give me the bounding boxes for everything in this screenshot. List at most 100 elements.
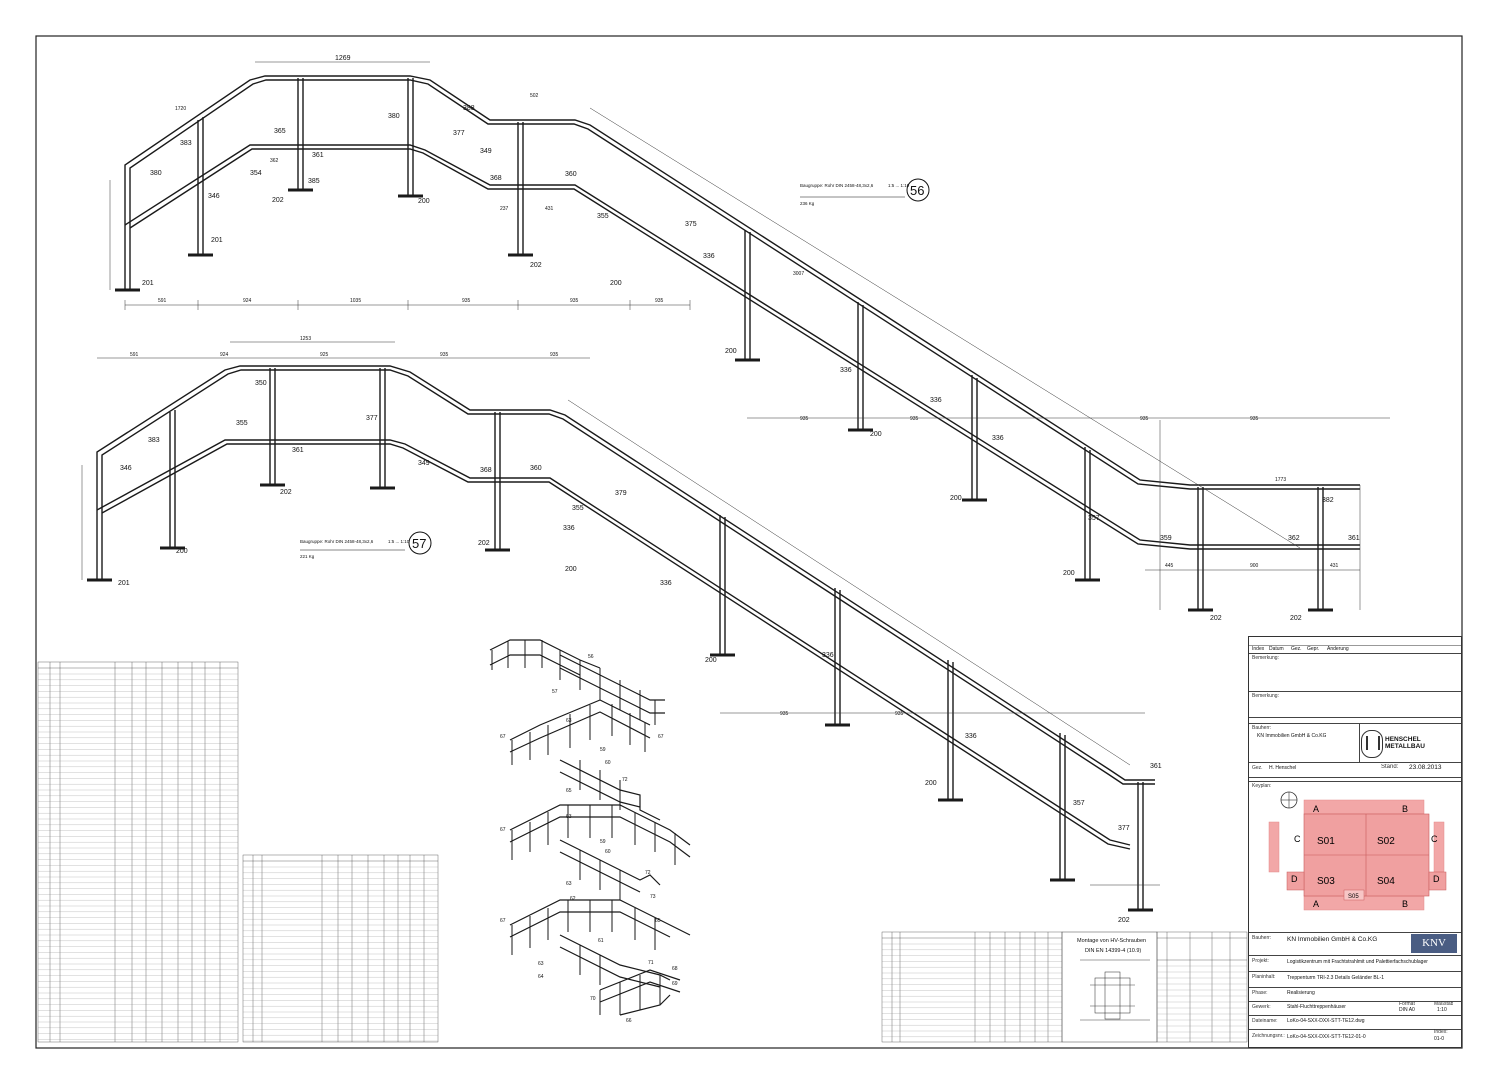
label: 336 (840, 367, 852, 374)
remark-area-2: Bemerkung: (1249, 691, 1461, 718)
label: 355 (236, 420, 248, 427)
remark-label: Bemerkung: (1252, 655, 1279, 661)
phase-value: Realisierung (1287, 990, 1315, 996)
label: 368 (490, 175, 502, 182)
dim-text: 935 (780, 711, 789, 717)
iso-label: 73 (650, 894, 656, 900)
dim-text: 935 (570, 298, 579, 304)
iso-label: 67 (500, 827, 506, 833)
assembly-caption: Baugruppe: Rohr DIN 2458-48,3x2,6 (800, 183, 874, 188)
label: 388 (463, 105, 475, 112)
assembly-scale: 1:5 ... 1:10 (388, 539, 410, 544)
label: 202 (478, 540, 490, 547)
keyplan-c-right: C (1431, 834, 1438, 844)
assembly-weight: 236 Kg (800, 201, 815, 206)
rev-header-checked: Gepr. (1307, 646, 1320, 652)
label: 1253 (300, 336, 311, 342)
index-label: Index: (1434, 1029, 1448, 1035)
iso-label: 65 (655, 918, 661, 924)
label: 355 (572, 505, 584, 512)
iso-label: 63 (566, 881, 572, 887)
iso-label: 63 (566, 814, 572, 820)
bolt-tension-table (1156, 931, 1248, 1043)
label: 200 (176, 548, 188, 555)
keyplan-s05: S05 (1348, 894, 1359, 900)
label: 935 (440, 352, 449, 358)
iso-label: 63 (538, 961, 544, 967)
keyplan-a-top: A (1313, 804, 1319, 814)
label: 1269 (335, 55, 351, 62)
sheet-border (35, 35, 1463, 1049)
label: 336 (563, 525, 575, 532)
keyplan-s03: S03 (1317, 876, 1335, 887)
drawn-date-row: Gez. H. Henschel Stand: 23.08.2013 (1249, 761, 1461, 778)
assembly-caption-57: Baugruppe: Rohr DIN 2458-48,3x2,6 221 Kg… (300, 531, 432, 559)
label: 1773 (1275, 477, 1286, 483)
owner-row: Bauherr: KN Immobilien GmbH & Co.KG KNV (1249, 933, 1461, 956)
label: 201 (142, 280, 154, 287)
label: 591 (130, 352, 139, 358)
label: 1720 (175, 106, 186, 112)
assembly-number-56: 56 (910, 183, 924, 198)
rev-header-date: Datum (1269, 646, 1284, 652)
label: 200 (610, 280, 622, 287)
label: 383 (180, 140, 192, 147)
keyplan-c-left: C (1294, 834, 1301, 844)
label: 385 (308, 178, 320, 185)
label: 349 (418, 460, 430, 467)
label: 200 (725, 348, 737, 355)
parts-list-table-3-rows (882, 943, 1062, 1037)
revision-table: Index Datum Gez. Gepr. Änderung (1249, 637, 1461, 654)
dim-text: 1035 (350, 298, 361, 304)
drawing-no-value: LoKo-04-SXX-DXX-STT-TE12-01-0 (1287, 1034, 1366, 1040)
label: 377 (453, 130, 465, 137)
parts-list-table-1 (37, 661, 239, 1043)
callout-labels-57: 383 346 350 355 361 377 349 368 360 355 … (118, 380, 1360, 924)
drawing-no-label: Zeichnungsnr.: (1252, 1033, 1285, 1039)
label: 201 (211, 237, 223, 244)
label: 336 (992, 435, 1004, 442)
label: 361 (292, 447, 304, 454)
company-name: HENSCHEL METALLBAU (1385, 736, 1425, 750)
assembly-caption: Baugruppe: Rohr DIN 2458-48,3x2,6 (300, 539, 374, 544)
dimension-text-56: 591 924 1035 935 935 935 (158, 298, 664, 304)
iso-label: 59 (600, 747, 606, 753)
iso-label: 57 (552, 689, 558, 695)
label: 359 (1160, 535, 1172, 542)
label: 202 (1290, 615, 1302, 622)
isometric-callouts: 56 57 67 67 63 59 60 72 65 67 63 59 60 7… (500, 654, 678, 1024)
label: 336 (930, 397, 942, 404)
iso-label: 60 (605, 849, 611, 855)
plan-label: Planinhalt: (1252, 974, 1276, 980)
dim-text: 935 (462, 298, 471, 304)
remark2-label: Bemerkung: (1252, 693, 1279, 699)
parts-list-table-3 (881, 931, 1063, 1043)
label: 383 (148, 437, 160, 444)
file-row: Dateiname: LoKo-04-SXX-DXX-STT-TE12.dwg (1249, 1015, 1461, 1030)
callout-labels-56: 1269 1720 383 380 346 354 365 361 362 38… (142, 55, 1004, 502)
format-value: DIN A0 (1399, 1007, 1415, 1013)
project-row: Projekt: Logistikzentrum mit Frachtstrah… (1249, 955, 1461, 972)
label: 200 (1063, 570, 1075, 577)
iso-label: 67 (500, 734, 506, 740)
client-name: KN Immobilien GmbH & Co.KG (1257, 733, 1327, 739)
iso-label: 72 (645, 870, 651, 876)
keyplan-b-bottom: B (1402, 899, 1408, 909)
label: 200 (418, 198, 430, 205)
parts-list-table-1-rows (38, 673, 238, 1040)
title-block: Index Datum Gez. Gepr. Änderung Bemerkun… (1248, 636, 1462, 1048)
label: 3007 (793, 271, 804, 277)
scale-label: Maßstab (1434, 1001, 1454, 1007)
label: 350 (255, 380, 267, 387)
date-label: Stand: (1381, 764, 1399, 770)
label: 377 (366, 415, 378, 422)
bolt-box-text: Montage von HV-Schrauben DIN EN 14399-4 … (1077, 938, 1146, 954)
label: 200 (705, 657, 717, 664)
keyplan-d-left: D (1291, 874, 1298, 884)
label: 336 (660, 580, 672, 587)
label: 431 (545, 206, 554, 212)
keyplan-s01: S01 (1317, 836, 1335, 847)
dimension-lines-57 (81, 341, 1360, 886)
bolt-box-standard: DIN EN 14399-4 (10.9) (1085, 948, 1141, 954)
